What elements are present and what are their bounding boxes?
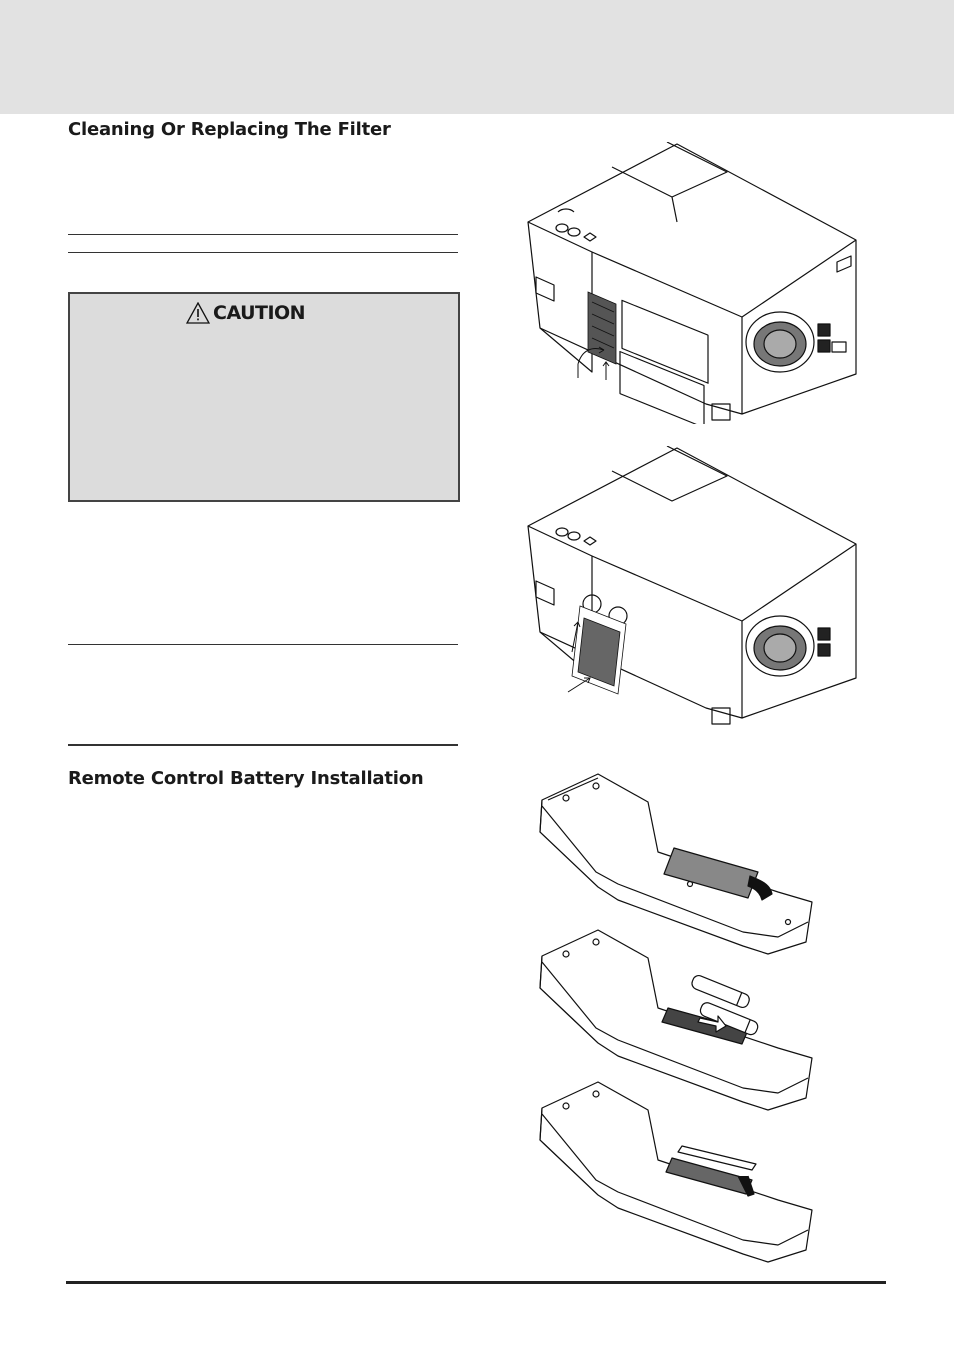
remote-close-cover-illustration — [539, 1081, 813, 1263]
caution-box: CAUTION — [68, 292, 460, 502]
warning-triangle-icon — [186, 302, 210, 324]
divider-rule — [68, 644, 458, 645]
battery-section-heading: Remote Control Battery Installation — [68, 768, 424, 789]
projector-filter-removal-illustration — [527, 142, 857, 424]
divider-rule — [68, 252, 458, 253]
filter-section-heading: Cleaning Or Replacing The Filter — [68, 119, 391, 140]
header-band — [0, 0, 954, 114]
caution-label: CAUTION — [213, 302, 306, 324]
remote-open-cover-illustration — [539, 773, 813, 955]
caution-title: CAUTION — [186, 302, 306, 324]
projector-filter-detached-illustration — [527, 446, 857, 725]
divider-rule — [68, 234, 458, 235]
footer-rule — [66, 1281, 886, 1284]
remote-insert-batteries-illustration — [539, 929, 813, 1111]
divider-rule — [68, 744, 458, 746]
